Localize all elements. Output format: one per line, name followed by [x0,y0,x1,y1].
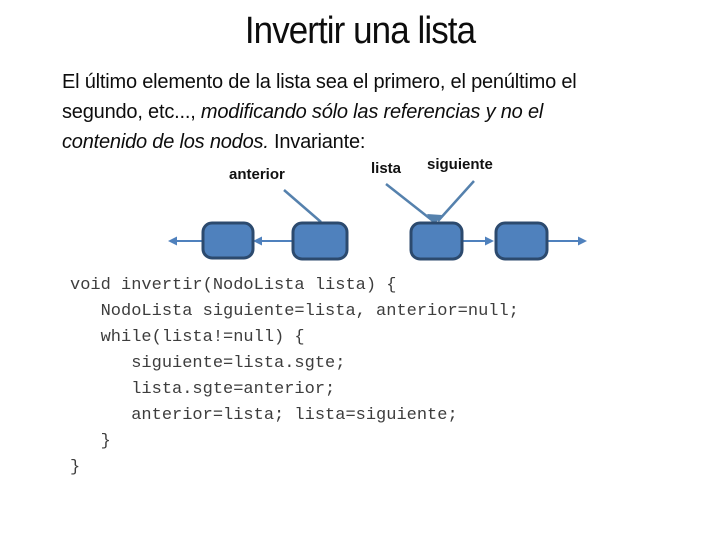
label-anterior: anterior [229,166,285,183]
code-line: } [70,458,81,477]
label-lista: lista [371,160,402,177]
callout-line-siguiente [437,180,475,222]
body-paragraph: El último elemento de la lista sea el pr… [62,67,682,157]
body-text-italic: modificando sólo las referencias y no el [200,101,544,123]
code-line: void invertir(NodoLista lista) { [70,276,397,295]
list-node-3 [409,221,464,261]
body-text-italic: contenido de los nodos. [62,131,269,153]
code-line: while(lista!=null) { [70,328,305,347]
slide-title: Invertir una lista [244,10,476,52]
body-text-normal: Invariante: [268,131,366,153]
code-line: lista.sgte=anterior; [70,380,336,399]
code-block: void invertir(NodoLista lista) { NodoLis… [70,273,519,481]
arrowhead-node3-to-node4 [485,236,494,246]
body-text-normal: El último elemento de la lista sea el pr… [62,71,577,93]
body-text-normal: segundo, etc..., [62,101,201,123]
body-line-2: segundo, etc..., modificando sólo las re… [62,97,682,127]
code-line: anterior=lista; lista=siguiente; [70,406,458,425]
code-line: } [70,432,111,451]
arrowhead-right-out [578,236,587,246]
callout-arrowhead [427,214,442,225]
list-node-2 [291,221,349,261]
body-line-3: contenido de los nodos. Invariante: [62,127,682,157]
callout-line-anterior [283,189,322,223]
list-node-4 [494,221,549,261]
list-node-1 [201,221,255,260]
code-line: siguiente=lista.sgte; [70,354,346,373]
callout-line-lista [385,183,434,222]
label-siguiente: siguiente [427,156,493,173]
arrowhead-left-out [168,236,177,246]
arrowhead-node2-to-node1 [253,236,262,246]
body-line-1: El último elemento de la lista sea el pr… [62,67,682,97]
code-line: NodoLista siguiente=lista, anterior=null… [70,302,519,321]
